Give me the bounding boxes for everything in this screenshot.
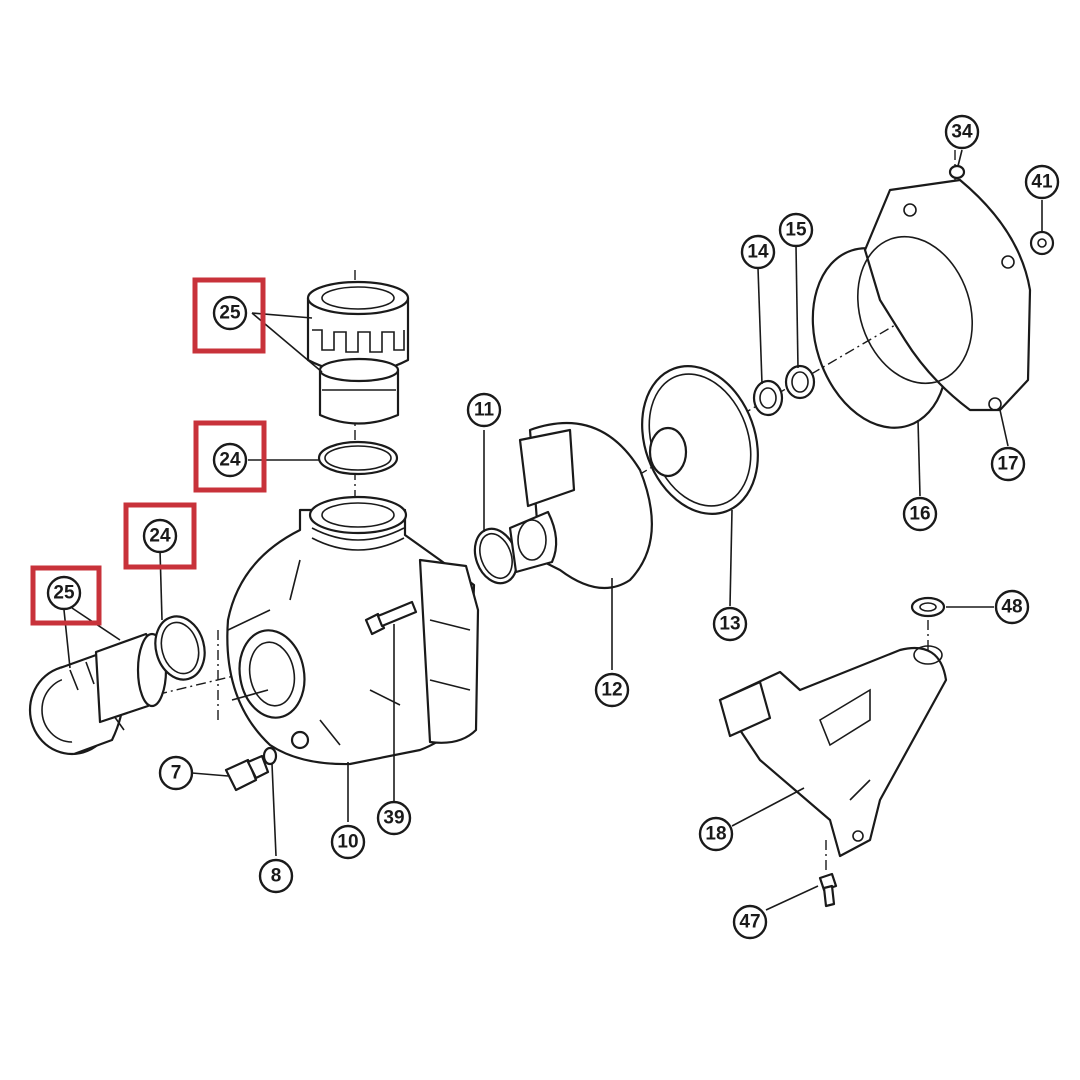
callout-34[interactable]: 34 [944,114,980,150]
callout-label: 14 [747,242,769,263]
callout-10[interactable]: 10 [330,824,366,860]
callout-label: 13 [719,614,740,635]
top-o-ring [317,440,399,476]
leader-lines [63,149,1043,911]
pump-housing [226,495,480,766]
callout-label: 18 [705,824,726,845]
top-union-tail [318,357,400,425]
callout-label: 11 [474,400,495,421]
callout-label: 48 [1001,597,1022,618]
seal-plate-washer [1029,230,1055,256]
drain-plug [224,754,270,792]
housing-screw [364,600,418,636]
callout-7[interactable]: 7 [158,755,194,791]
callout-label: 24 [219,450,241,471]
callout-24-left[interactable]: 24 [142,518,178,554]
callout-48[interactable]: 48 [994,589,1030,625]
callout-label: 8 [271,866,282,887]
callout-label: 25 [53,583,75,604]
callout-41[interactable]: 41 [1024,164,1060,200]
left-o-ring [154,615,206,681]
callout-8[interactable]: 8 [258,858,294,894]
callout-17[interactable]: 17 [990,446,1026,482]
diffuser [508,422,653,590]
callout-label: 47 [739,912,760,933]
highlight-box-25-top [192,277,266,354]
callout-label: 10 [337,832,358,853]
seal-seat [784,364,816,400]
callout-12[interactable]: 12 [594,672,630,708]
callout-label: 15 [785,220,807,241]
callout-16[interactable]: 16 [902,496,938,532]
drain-o-ring [262,746,278,766]
callout-25-top[interactable]: 25 [212,295,248,331]
callout-15[interactable]: 15 [778,212,814,248]
motor-support-bracket [718,645,948,858]
callout-13[interactable]: 13 [712,606,748,642]
callout-label: 25 [219,303,241,324]
highlight-box-24-top [193,420,267,493]
callout-24-top[interactable]: 24 [212,442,248,478]
callout-14[interactable]: 14 [740,234,776,270]
bracket-bolt [818,872,838,908]
highlight-box-24-left [123,502,197,570]
callout-label: 17 [997,454,1018,475]
callout-label: 24 [149,526,171,547]
top-union-nut [306,280,410,374]
mechanical-seal [752,379,784,417]
highlight-boxes [30,277,267,626]
seal-plate [856,178,1032,412]
callout-label: 7 [171,763,182,784]
callout-39[interactable]: 39 [376,800,412,836]
impeller [641,365,759,515]
motor-support-bushing [910,596,946,618]
callout-47[interactable]: 47 [732,904,768,940]
highlight-box-25-left [30,565,102,626]
callout-label: 16 [909,504,930,525]
callout-label: 41 [1031,172,1053,193]
callout-label: 39 [383,808,404,829]
callout-label: 12 [601,680,622,701]
callout-25-left[interactable]: 25 [46,575,82,611]
callout-11[interactable]: 11 [466,392,502,428]
callout-18[interactable]: 18 [698,816,734,852]
callout-label: 34 [951,122,973,143]
seal-plate-nut [948,164,966,180]
